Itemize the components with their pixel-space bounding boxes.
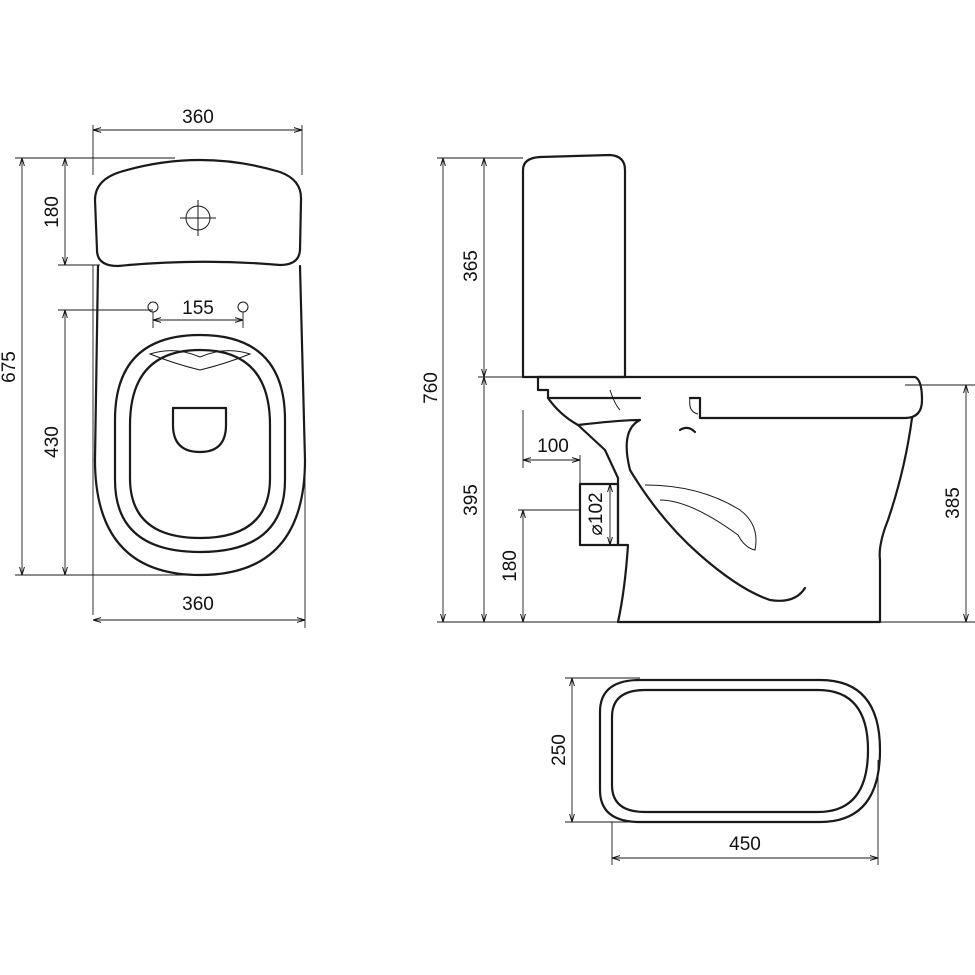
lid-hinge <box>171 406 228 454</box>
tank-side <box>521 153 627 379</box>
dim-bowl-depth: 430 <box>42 426 63 458</box>
seat-inner <box>128 348 272 540</box>
dim-seat-height: 395 <box>461 484 482 516</box>
dim-width-top: 360 <box>182 107 214 128</box>
dim-outlet-height: 180 <box>500 550 521 582</box>
dim-tank-height: 365 <box>461 250 482 282</box>
section-view: 250 450 <box>549 677 882 865</box>
dim-total-depth: 675 <box>0 351 20 383</box>
dim-rim-height: 385 <box>943 487 964 519</box>
dim-total-height: 760 <box>421 372 442 404</box>
seat-outer <box>113 333 287 554</box>
dim-bolt-spacing: 155 <box>182 298 214 319</box>
rim-side <box>536 375 924 420</box>
tank-outline <box>93 158 303 268</box>
dim-outlet-diameter: ⌀102 <box>586 492 607 535</box>
outlet-pipe <box>578 482 620 547</box>
section-outer <box>598 678 882 824</box>
dim-outlet-offset: 100 <box>537 436 569 457</box>
bolt-hole-right <box>237 301 249 313</box>
dim-section-length: 450 <box>729 834 761 855</box>
trapway <box>576 418 807 602</box>
dim-width-bottom: 360 <box>182 594 214 615</box>
dim-tank-depth: 180 <box>42 196 63 228</box>
bolt-hole-left <box>147 301 159 313</box>
section-inner <box>610 688 870 814</box>
dim-section-height: 250 <box>549 734 570 766</box>
top-view: 360 675 180 430 155 360 <box>0 107 307 628</box>
side-view: 760 365 395 180 100 ⌀102 385 <box>421 153 975 624</box>
